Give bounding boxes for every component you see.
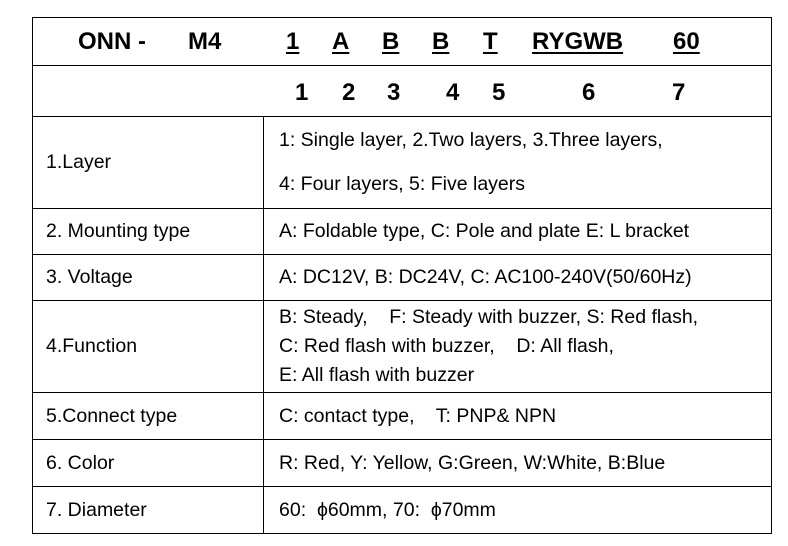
spec-value-line: A: Foldable type, C: Pole and plate E: L… xyxy=(279,220,690,242)
spec-label: 6. Color xyxy=(32,439,264,487)
model-code-cell: ONN - M4 1 A B B T RYGWB 60 xyxy=(32,17,772,66)
code-connect: T xyxy=(483,28,498,55)
spec-value: C: contact type, T: PNP& NPN xyxy=(263,392,772,440)
model-code-table: ONN - M4 1 A B B T RYGWB 60 1 2 3 4 5 6 … xyxy=(32,17,772,534)
spec-value-line: C: Red flash with buzzer, D: All flash, xyxy=(279,335,614,357)
spec-value: A: DC12V, B: DC24V, C: AC100-240V(50/60H… xyxy=(263,254,772,301)
spec-row-function: 4.Function B: Steady, F: Steady with buz… xyxy=(32,300,772,393)
position-number: 2 xyxy=(342,79,356,106)
model-prefix: ONN - xyxy=(78,28,146,55)
spec-label: 4.Function xyxy=(32,300,264,393)
model-series: M4 xyxy=(188,28,222,55)
position-number-cell: 1 2 3 4 5 6 7 xyxy=(32,65,772,117)
spec-value-line: 60: ϕ60mm, 70: ϕ70mm xyxy=(279,498,496,521)
code-diameter: 60 xyxy=(673,28,700,55)
spec-value-line: B: Steady, F: Steady with buzzer, S: Red… xyxy=(279,306,699,328)
code-color: RYGWB xyxy=(532,28,624,55)
spec-value: B: Steady, F: Steady with buzzer, S: Red… xyxy=(263,300,772,393)
spec-value: A: Foldable type, C: Pole and plate E: L… xyxy=(263,208,772,255)
spec-value-line: 1: Single layer, 2.Two layers, 3.Three l… xyxy=(279,129,663,151)
model-code-row: ONN - M4 1 A B B T RYGWB 60 xyxy=(32,17,772,66)
spec-value-line: 4: Four layers, 5: Five layers xyxy=(279,173,525,195)
position-number-row: 1 2 3 4 5 6 7 xyxy=(32,65,772,117)
spec-label: 3. Voltage xyxy=(32,254,264,301)
position-number: 7 xyxy=(672,79,686,106)
code-mounting: A xyxy=(332,28,350,55)
spec-row-color: 6. Color R: Red, Y: Yellow, G:Green, W:W… xyxy=(32,439,772,487)
spec-value-line: E: All flash with buzzer xyxy=(279,364,475,386)
spec-value: R: Red, Y: Yellow, G:Green, W:White, B:B… xyxy=(263,439,772,487)
spec-row-voltage: 3. Voltage A: DC12V, B: DC24V, C: AC100-… xyxy=(32,254,772,301)
spec-value-line: C: contact type, T: PNP& NPN xyxy=(279,404,557,427)
spec-label: 1.Layer xyxy=(32,116,264,209)
spec-value: 1: Single layer, 2.Two layers, 3.Three l… xyxy=(263,116,772,209)
spec-value-line: R: Red, Y: Yellow, G:Green, W:White, B:B… xyxy=(279,451,666,474)
position-number: 5 xyxy=(492,79,506,106)
spec-value-line: A: DC12V, B: DC24V, C: AC100-240V(50/60H… xyxy=(279,266,692,288)
spec-value: 60: ϕ60mm, 70: ϕ70mm xyxy=(263,486,772,534)
spec-row-mounting-type: 2. Mounting type A: Foldable type, C: Po… xyxy=(32,208,772,255)
spec-row-diameter: 7. Diameter 60: ϕ60mm, 70: ϕ70mm xyxy=(32,486,772,534)
spec-row-layer: 1.Layer 1: Single layer, 2.Two layers, 3… xyxy=(32,116,772,209)
spec-label: 7. Diameter xyxy=(32,486,264,534)
spec-row-connect-type: 5.Connect type C: contact type, T: PNP& … xyxy=(32,392,772,440)
position-number: 6 xyxy=(582,79,596,106)
position-number: 3 xyxy=(387,79,401,106)
spec-label: 2. Mounting type xyxy=(32,208,264,255)
code-voltage: B xyxy=(382,28,400,55)
position-number: 1 xyxy=(295,79,309,106)
position-number: 4 xyxy=(446,79,460,106)
code-function: B xyxy=(432,28,450,55)
code-layer: 1 xyxy=(286,28,300,55)
spec-label: 5.Connect type xyxy=(32,392,264,440)
